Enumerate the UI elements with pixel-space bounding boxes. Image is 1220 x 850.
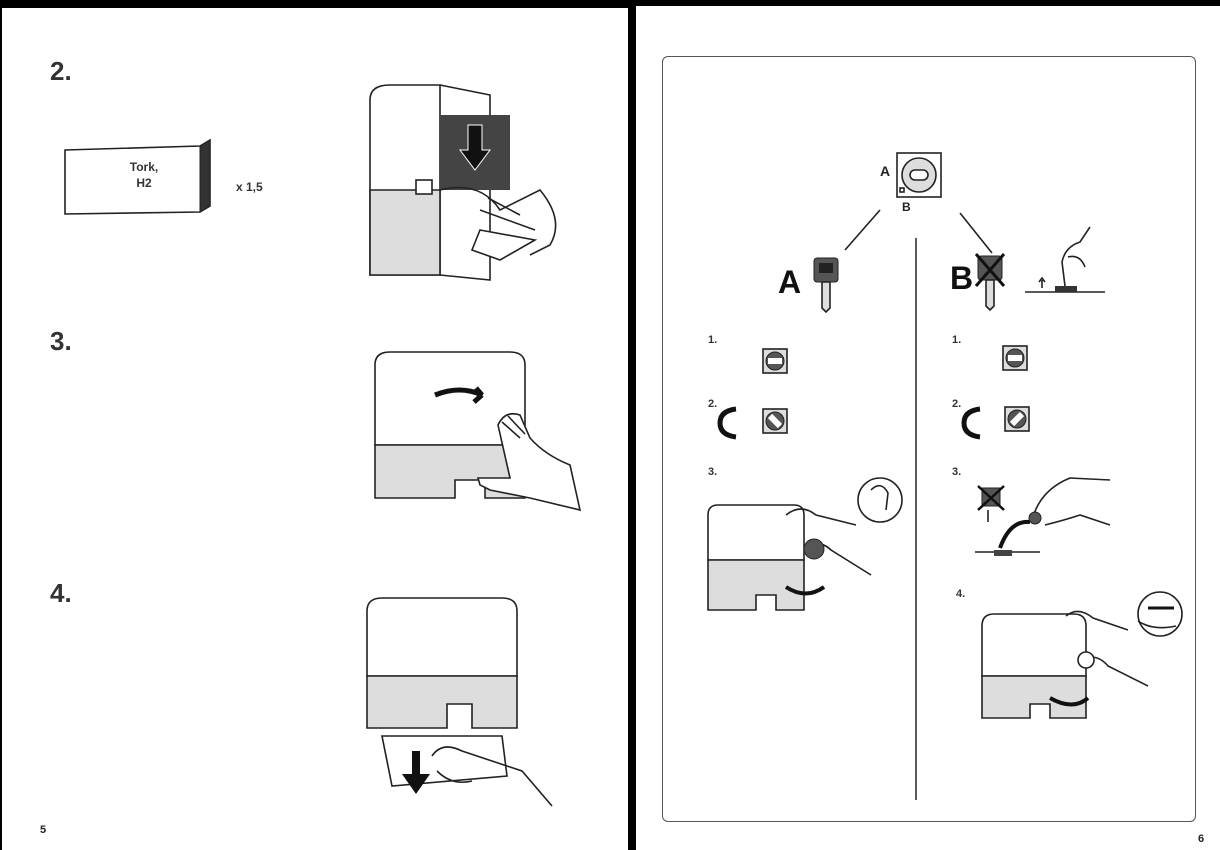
branch-b-step-3-number: 3. [952, 466, 961, 478]
lock-position-1-icon [762, 348, 788, 374]
quantity-label: x 1,5 [236, 180, 263, 194]
dispenser-open-illustration [360, 80, 580, 290]
branch-b-letter: B [950, 260, 973, 297]
branch-b-step-1-number: 1. [952, 334, 961, 346]
left-page-number: 5 [40, 824, 46, 836]
dispenser-closing-illustration [370, 350, 590, 520]
column-divider [914, 238, 918, 800]
branch-b-step-4-number: 4. [956, 588, 965, 600]
key-crossed-icon [976, 254, 1006, 310]
coin-insert-illustration [1020, 222, 1110, 302]
rotate-ccw-icon [716, 405, 740, 441]
step-3-number: 3. [50, 326, 72, 357]
lock-position-b1-icon [1002, 345, 1028, 371]
step-2-number: 2. [50, 56, 72, 87]
rotate-ccw-b-icon [960, 405, 984, 441]
coin-unlock-illustration [970, 470, 1115, 570]
lock-position-b2-icon [1004, 406, 1030, 432]
dispenser-unlock-b-illustration [978, 586, 1188, 726]
page-divider [628, 0, 636, 850]
right-page-number: 6 [1198, 833, 1204, 845]
step-4-number: 4. [50, 578, 72, 609]
lock-icon [896, 152, 944, 200]
dispenser-unlock-a-illustration [706, 475, 906, 615]
lock-label-a: A [880, 163, 890, 179]
lock-position-2-icon [762, 408, 788, 434]
branch-a-letter: A [778, 264, 801, 301]
dispenser-pull-towel-illustration [362, 596, 572, 806]
key-icon [812, 256, 842, 312]
towel-pack-label-line2: H2 [104, 176, 184, 190]
towel-pack-label-line1: Tork, [104, 160, 184, 174]
branch-a-step-1-number: 1. [708, 334, 717, 346]
